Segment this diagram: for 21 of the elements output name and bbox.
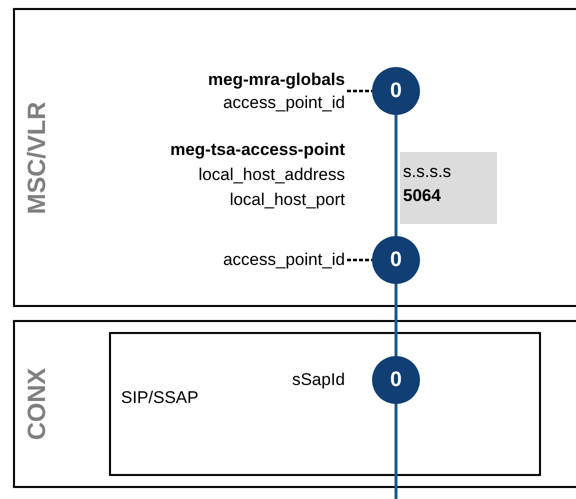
value-text: s.s.s.s	[403, 161, 452, 183]
section-title: CONX	[25, 368, 50, 440]
connector-line	[394, 284, 398, 356]
field-label: access_point_id	[223, 92, 345, 114]
group-heading: meg-tsa-access-point	[170, 139, 345, 161]
section-band	[13, 8, 576, 307]
group-label: SIP/SSAP	[121, 387, 198, 409]
field-label: local_host_port	[230, 189, 345, 211]
group-heading: meg-mra-globals	[208, 69, 345, 91]
field-label: local_host_address	[198, 164, 345, 186]
dashed-leader-line	[347, 258, 372, 262]
section-title: MSC/VLR	[25, 101, 50, 214]
value-panel	[400, 152, 497, 224]
connector-line	[394, 404, 398, 499]
section-band	[13, 320, 576, 488]
dashed-leader-line	[347, 90, 372, 92]
field-label: access_point_id	[223, 249, 345, 271]
value-text: 5064	[403, 185, 442, 207]
group-box	[109, 332, 541, 476]
field-label: sSapId	[291, 369, 345, 391]
connector-line	[394, 115, 398, 236]
